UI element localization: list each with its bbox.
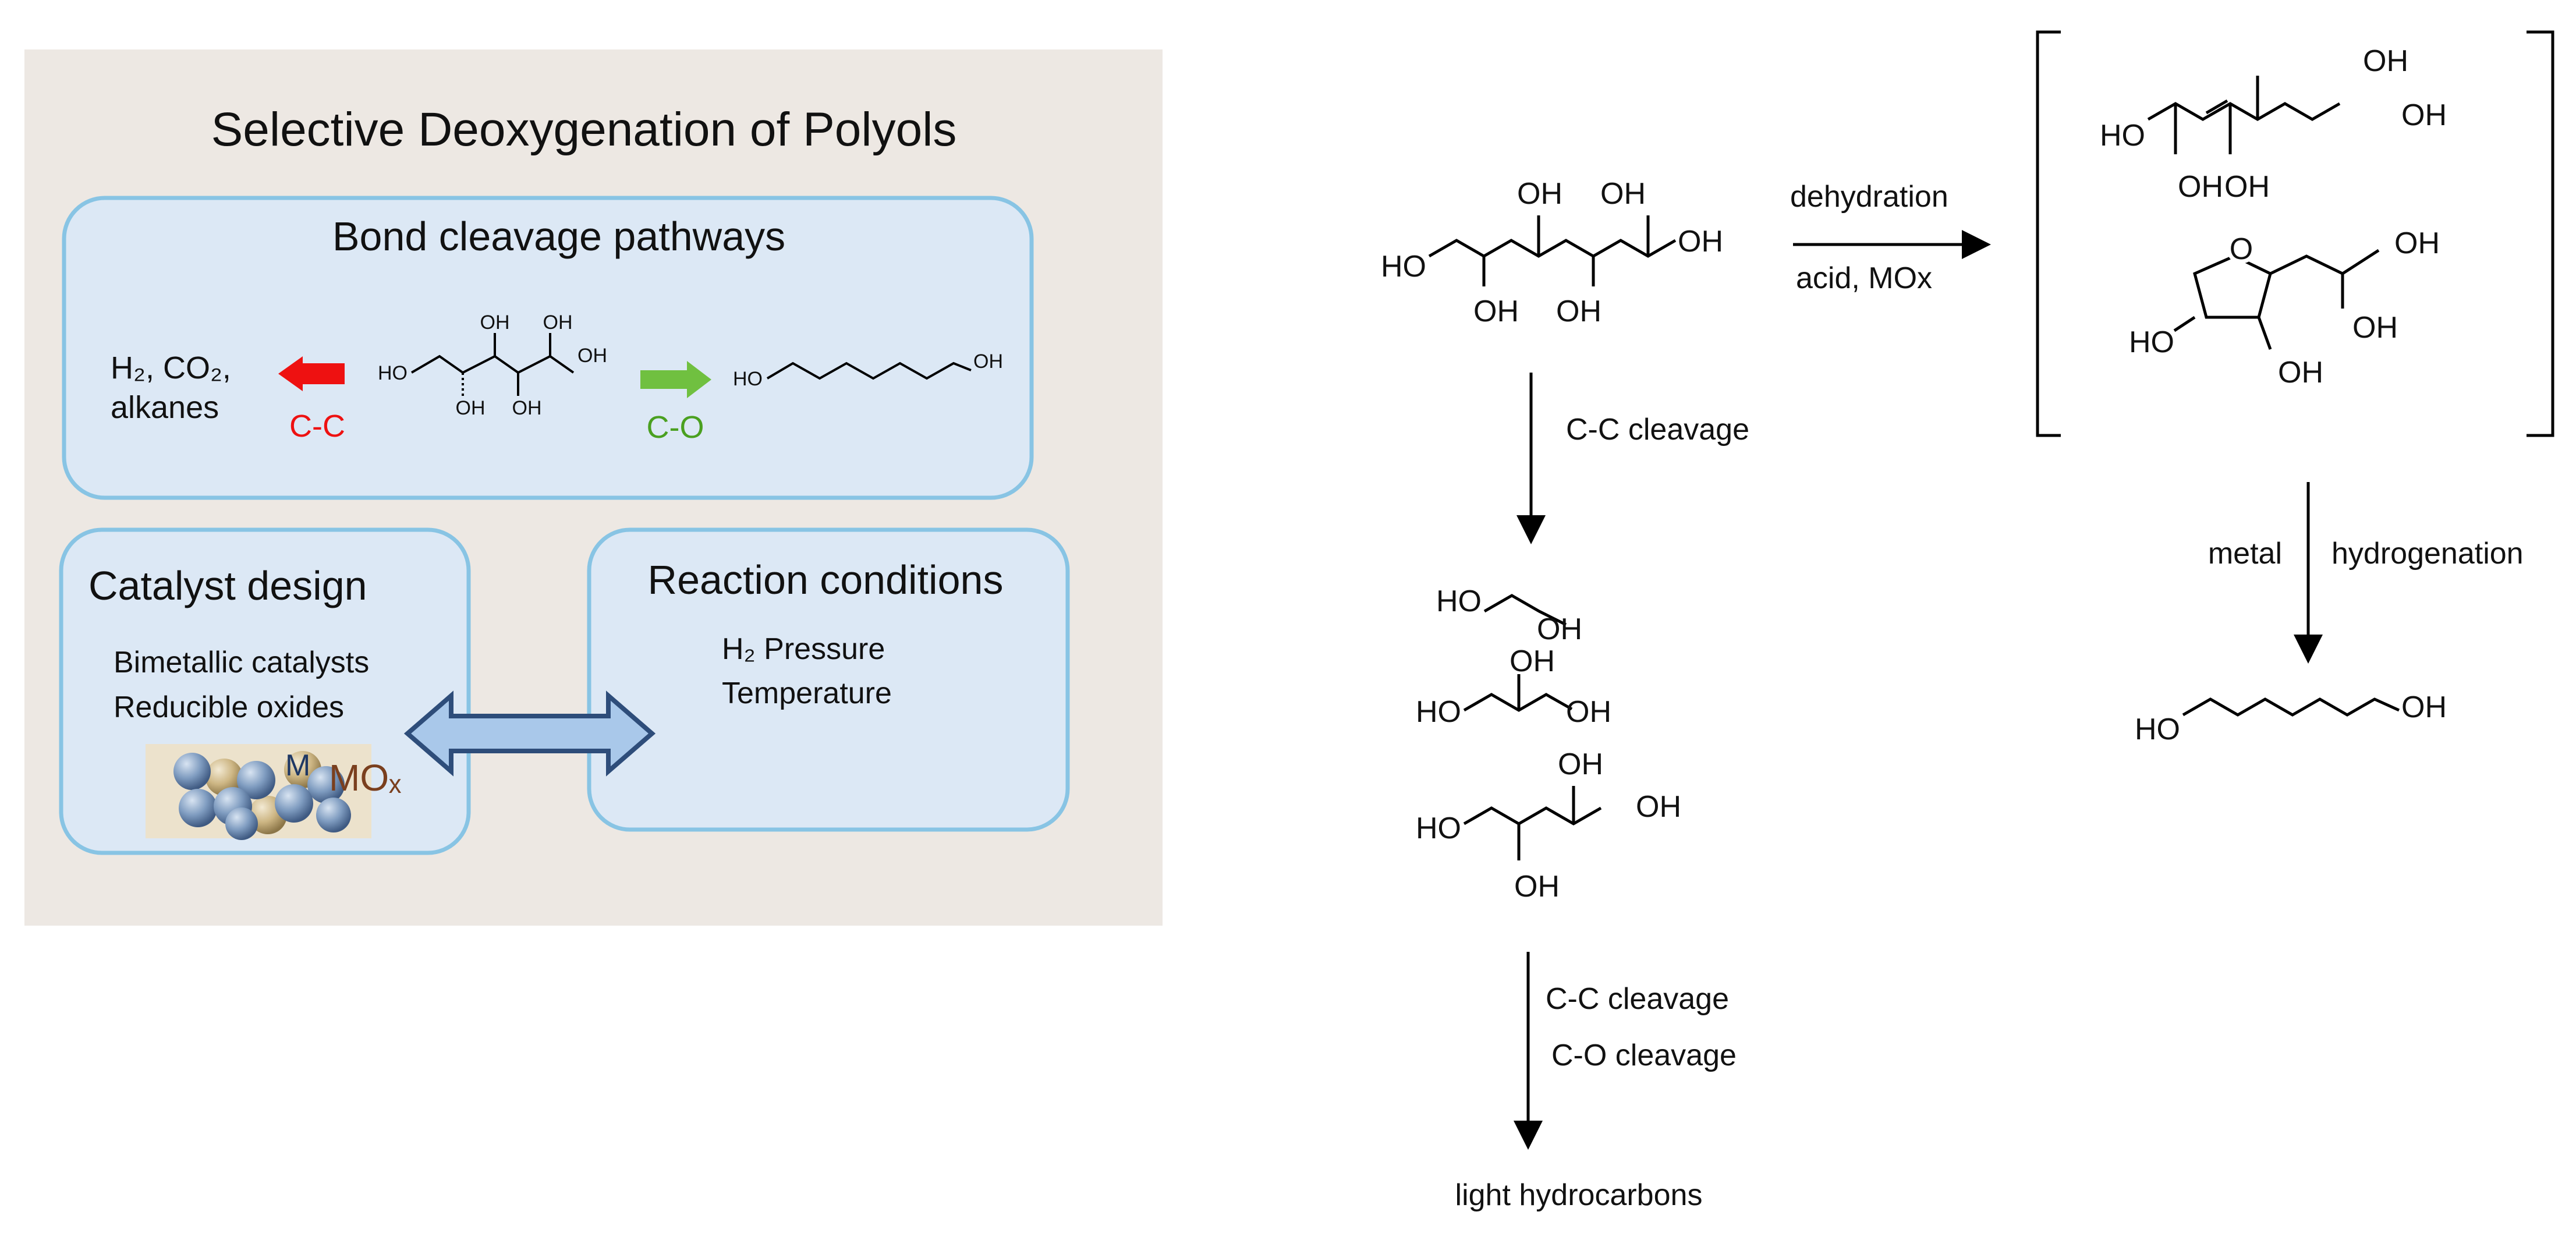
hexanediol-structure: HO OH xyxy=(2135,690,2447,746)
sorbitol-oh-c6: OH xyxy=(1678,225,1723,258)
enol-oh-c6: OH xyxy=(2401,98,2447,132)
enol-oh-c4: OH xyxy=(2224,170,2270,204)
sorbitol-small-oh-c2: OH xyxy=(456,397,486,419)
hexanediol-small-oh: OH xyxy=(973,350,1003,373)
metal-label: M xyxy=(285,749,310,782)
glycerol-oh-end: OH xyxy=(1566,695,1611,729)
sorbitol-ho: HO xyxy=(1381,250,1426,284)
summary-panel: Selective Deoxygenation of Polyols Bond … xyxy=(24,49,1163,926)
sorbitan-intermediate: O O OH OH HO OH xyxy=(2129,226,2440,389)
sorbitan-o: O xyxy=(2230,232,2253,266)
catalyst-design-heading: Catalyst design xyxy=(88,563,367,608)
sorbitol-oh-c2: OH xyxy=(1473,295,1519,328)
sorbitan-side-chain xyxy=(2269,249,2380,275)
bond-cleavage-box-frame xyxy=(62,196,1034,500)
dehydration-label: dehydration xyxy=(1790,180,1948,214)
enol-oh-c5: OH xyxy=(2363,44,2408,78)
glycerol-ho: HO xyxy=(1416,695,1461,729)
sorbitol-small-oh-c3: OH xyxy=(480,311,510,334)
erythritol-oh-bottom: OH xyxy=(1514,870,1560,904)
bond-cleavage-box: Bond cleavage pathways H₂, CO₂, alkanes … xyxy=(62,196,1034,500)
enol-intermediate: HO OH OH OH OH xyxy=(2100,44,2447,204)
co-arrow xyxy=(640,361,711,398)
sorbitan-c3-oh-bond xyxy=(2257,317,2272,350)
double-headed-arrow xyxy=(403,690,656,777)
sorbitol-small-structure xyxy=(410,333,575,396)
sorbitol-oh-c5: OH xyxy=(1600,177,1646,211)
catalyst-design-line2: Reducible oxides xyxy=(114,690,344,724)
cc-products-line1: H₂, CO₂, xyxy=(111,350,231,385)
cc-arrow xyxy=(278,356,345,391)
left-bracket xyxy=(2036,30,2061,437)
erythritol-oh-end: OH xyxy=(1636,790,1681,824)
sorbitol-oh-c3: OH xyxy=(1517,177,1562,211)
co-label: C-O xyxy=(647,410,704,445)
hydrogenation-condition: hydrogenation xyxy=(2331,537,2524,571)
sorbitan-ho: HO xyxy=(2129,325,2174,359)
erythritol-oh-top: OH xyxy=(1558,747,1603,781)
blue-sphere xyxy=(173,753,211,790)
ethylene-glycol-oh: OH xyxy=(1537,612,1582,646)
enol-oh-c2: OH xyxy=(2178,170,2223,204)
sorbitol-small-oh-c5: OH xyxy=(543,311,573,334)
sorbitan-c2-oh-bond xyxy=(2173,316,2196,332)
blue-sphere xyxy=(275,784,313,823)
catalyst-design-box: Catalyst design Bimetallic catalysts Red… xyxy=(59,527,471,855)
reaction-conditions-line1: H₂ Pressure xyxy=(722,632,885,666)
reaction-conditions-box: Reaction conditions H₂ Pressure Temperat… xyxy=(587,527,1070,832)
hexanediol-oh: OH xyxy=(2401,690,2447,724)
sorbitol-oh-c4: OH xyxy=(1556,295,1601,328)
sorbitan-ring xyxy=(2193,254,2272,319)
sorbitan-oh-end: OH xyxy=(2394,226,2440,260)
bond-cleavage-heading: Bond cleavage pathways xyxy=(332,214,785,259)
hexanediol-chain xyxy=(2182,697,2400,717)
glycerol-oh-top: OH xyxy=(1510,644,1555,678)
enol-chain xyxy=(2147,102,2341,121)
reaction-conditions-box-frame xyxy=(587,527,1070,832)
reaction-conditions-heading: Reaction conditions xyxy=(648,557,1004,603)
ethylene-glycol-ho: HO xyxy=(1436,584,1482,618)
blue-sphere xyxy=(179,789,217,827)
catalyst-design-line1: Bimetallic catalysts xyxy=(114,646,369,679)
panel-title: Selective Deoxygenation of Polyols xyxy=(211,103,957,156)
reaction-scheme: HO OH OH OH OH OH dehydration acid, MOx … xyxy=(1381,30,2554,1212)
hexanediol-ho: HO xyxy=(2135,713,2180,746)
co-cleavage-label: C-O cleavage xyxy=(1551,1039,1737,1072)
tan-sphere xyxy=(205,759,243,796)
sorbitol-small-oh-c4: OH xyxy=(512,397,542,419)
blue-sphere xyxy=(225,807,258,840)
sorbitol-chain xyxy=(1428,239,1677,258)
sorbitol-structure: HO OH OH OH OH OH xyxy=(1381,177,1723,328)
sorbitan-oh-side: OH xyxy=(2352,311,2398,345)
cc-cleavage-label-2: C-C cleavage xyxy=(1546,982,1729,1016)
sorbitan-oh-ring: OH xyxy=(2278,356,2323,389)
cc-label: C-C xyxy=(289,409,345,444)
cc-cleavage-label-1: C-C cleavage xyxy=(1566,413,1749,447)
blue-sphere xyxy=(237,761,275,799)
ethylene-glycol-chain xyxy=(1483,594,1567,626)
right-bracket xyxy=(2527,30,2554,437)
sorbitan-o-label: O xyxy=(2230,232,2253,266)
hexanediol-small-ho: HO xyxy=(733,368,763,390)
ethylene-glycol-structure: HO OH xyxy=(1436,584,1582,646)
blue-sphere xyxy=(307,766,345,803)
catalyst-particle-illustration: M MOₓ xyxy=(146,744,401,840)
cc-products-line2: alkanes xyxy=(111,390,219,425)
acid-mox-label: acid, MOx xyxy=(1796,261,1932,295)
erythritol-chain xyxy=(1463,806,1602,826)
enol-ho: HO xyxy=(2100,119,2145,153)
metal-condition: metal xyxy=(2208,537,2282,571)
erythritol-structure: HO OH OH OH xyxy=(1416,747,1681,904)
glycerol-structure: HO OH OH xyxy=(1416,644,1611,729)
light-hydrocarbons-label: light hydrocarbons xyxy=(1455,1178,1703,1212)
hexanediol-small-chain xyxy=(766,362,972,380)
sorbitol-small-ho: HO xyxy=(378,362,408,384)
blue-sphere xyxy=(316,798,351,832)
enol-double-bond xyxy=(2205,99,2228,115)
erythritol-ho: HO xyxy=(1416,812,1461,845)
sorbitol-small-oh-c6: OH xyxy=(577,345,607,367)
reaction-conditions-line2: Temperature xyxy=(722,676,892,710)
mox-label: MOₓ xyxy=(329,757,401,799)
